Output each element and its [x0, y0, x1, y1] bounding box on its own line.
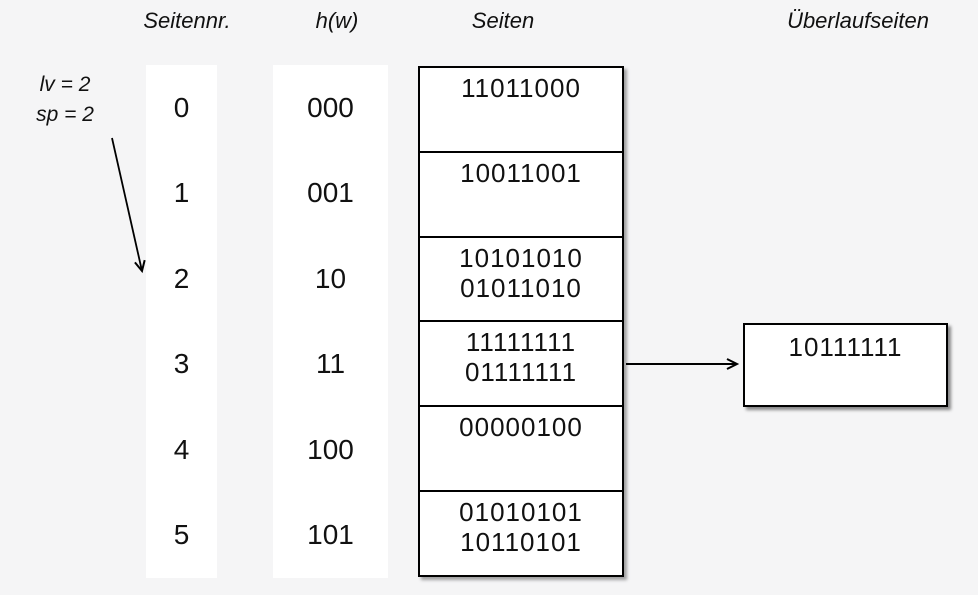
page-cell-5: 01010101 10110101 [420, 490, 622, 575]
page-number-2: 2 [173, 262, 190, 294]
annotation-lv: lv = 2 [39, 73, 91, 96]
record: 11111111 [465, 327, 577, 358]
pages-table: 11011000 10011001 10101010 01011010 1111… [418, 66, 624, 577]
page-cell-0: 11011000 [420, 68, 622, 151]
record: 11011000 [461, 73, 581, 103]
page-cell-2: 10101010 01011010 [420, 235, 622, 321]
header-overflow-pages: Überlaufseiten [787, 8, 929, 33]
record: 10110101 [460, 527, 582, 558]
record: 00000100 [459, 412, 583, 443]
hash-value-5: 101 [307, 519, 354, 551]
record: 01011010 [460, 272, 582, 303]
state-annotation: lv = 2 sp = 2 [12, 70, 118, 130]
annotation-sp: sp = 2 [36, 103, 94, 126]
record: 10111111 [788, 332, 903, 362]
page-cell-4: 00000100 [420, 405, 622, 490]
page-number-3: 3 [173, 348, 190, 380]
hash-value-3: 11 [315, 348, 346, 380]
overflow-page-box: 10111111 [743, 323, 948, 407]
page-cell-1: 10011001 [420, 150, 622, 236]
page-number-4: 4 [173, 433, 190, 465]
page-cell-3: 11111111 01111111 [420, 320, 622, 405]
page-number-5: 5 [173, 519, 190, 551]
hash-value-column: 000 001 10 11 100 101 [273, 65, 388, 578]
hash-value-0: 000 [307, 91, 354, 123]
page-number-1: 1 [173, 177, 190, 209]
page-number-column: 0 1 2 3 4 5 [146, 65, 217, 578]
record: 01010101 [459, 497, 583, 528]
record: 10101010 [459, 242, 583, 273]
page-number-0: 0 [173, 91, 190, 123]
header-page-number: Seitennr. [143, 8, 231, 33]
annotation-to-row2-arrow [111, 137, 146, 274]
hash-value-2: 10 [314, 262, 347, 294]
record: 10011001 [460, 157, 582, 188]
header-hash-function: h(w) [315, 8, 359, 33]
record: 01111111 [464, 357, 578, 388]
hash-value-4: 100 [307, 433, 354, 465]
hash-value-1: 001 [307, 177, 354, 209]
header-pages: Seiten [471, 8, 535, 33]
